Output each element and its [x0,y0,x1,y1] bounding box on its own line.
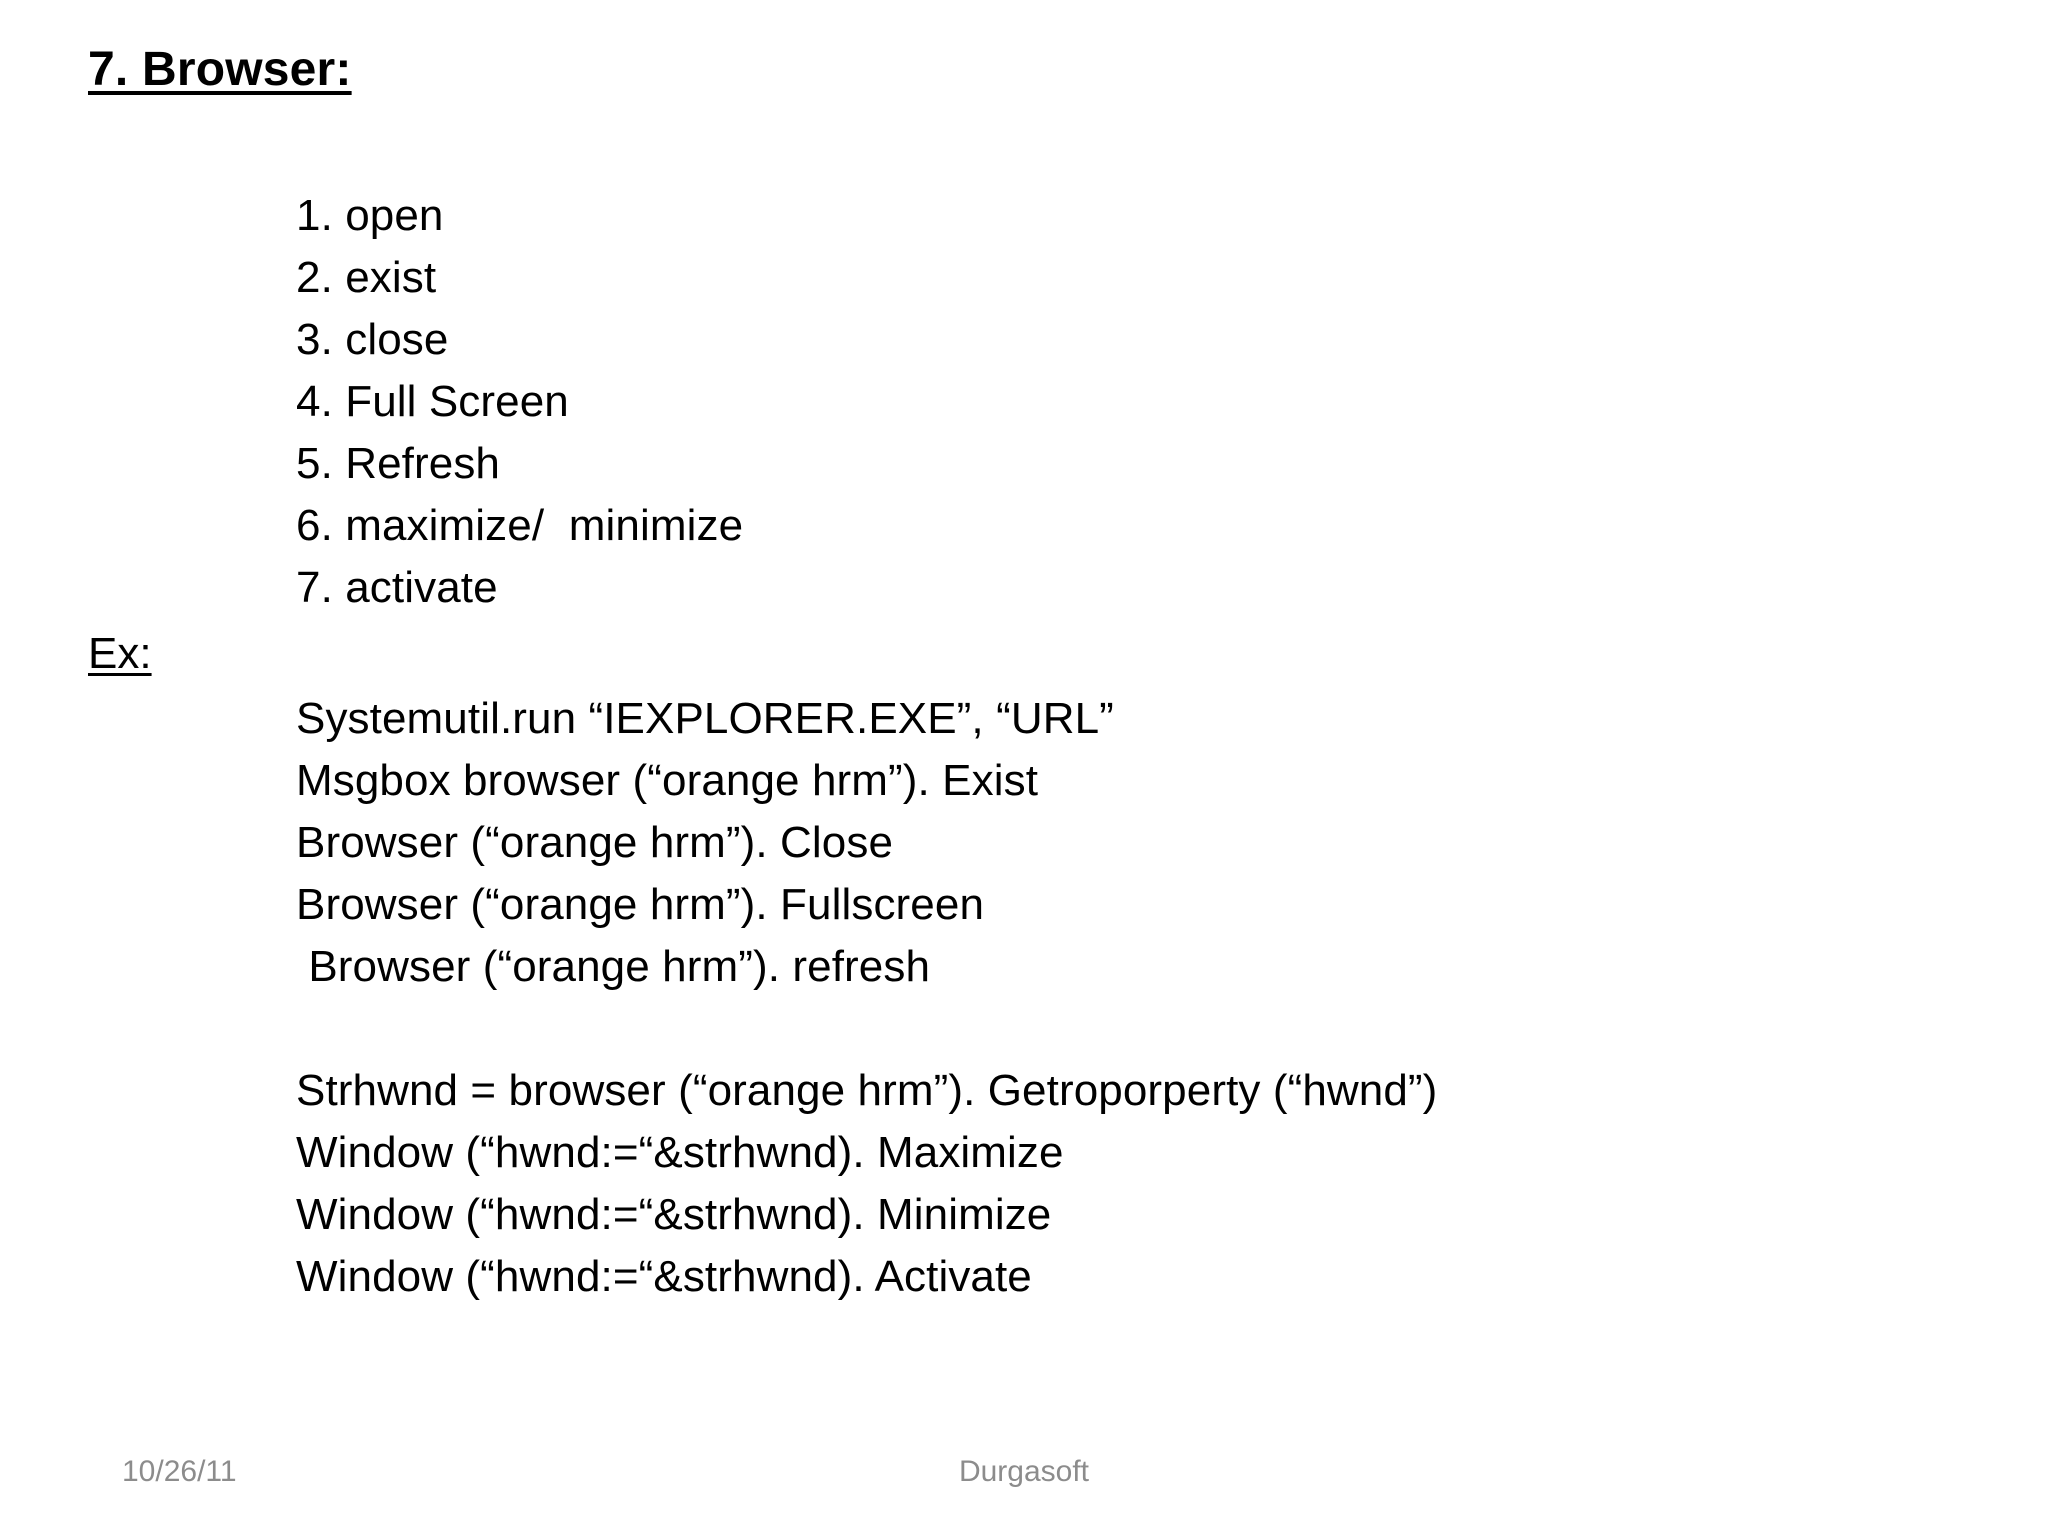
list-item: 2. exist [296,253,437,302]
list-item: 1. open [296,191,444,240]
code-line: Systemutil.run “IEXPLORER.EXE”, “URL” [296,694,1114,743]
example-label: Ex: [88,629,152,678]
code-line: Browser (“orange hrm”). Close [296,818,894,867]
example-code-block-one: Systemutil.run “IEXPLORER.EXE”, “URL” Ms… [296,688,1796,998]
example-code-block-two: Strhwnd = browser (“orange hrm”). Getrop… [296,1060,1896,1308]
list-item: 7. activate [296,563,498,612]
slide-footer: 10/26/11 Durgasoft [0,1455,2048,1515]
list-item: 6. maximize/ minimize [296,501,744,550]
code-line: Window (“hwnd:=“&strhwnd). Minimize [296,1190,1052,1239]
code-line: Browser (“orange hrm”). refresh [296,942,931,991]
code-line: Msgbox browser (“orange hrm”). Exist [296,756,1039,805]
footer-brand: Durgasoft [958,1455,1090,1488]
code-line: Strhwnd = browser (“orange hrm”). Getrop… [296,1066,1438,1115]
code-line: Browser (“orange hrm”). Fullscreen [296,880,985,929]
list-item: 3. close [296,315,449,364]
list-item: 4. Full Screen [296,377,569,426]
code-line: Window (“hwnd:=“&strhwnd). Activate [296,1252,1032,1301]
footer-date: 10/26/11 [122,1455,237,1488]
code-line: Window (“hwnd:=“&strhwnd). Maximize [296,1128,1064,1177]
browser-methods-list: 1. open 2. exist 3. close 4. Full Screen… [296,185,1696,619]
page-title: 7. Browser: [88,43,352,96]
list-item: 5. Refresh [296,439,500,488]
